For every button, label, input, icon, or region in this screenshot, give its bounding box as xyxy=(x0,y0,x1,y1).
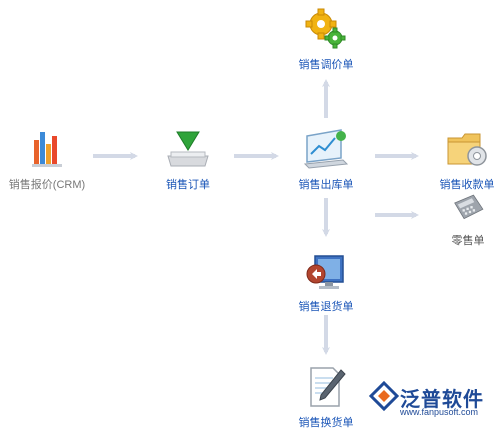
folder-gear-icon xyxy=(447,133,487,166)
logo-name: 泛普软件 xyxy=(400,389,484,411)
logo-url: www.fanpusoft.com xyxy=(400,407,479,417)
node-label: 销售报价(CRM) xyxy=(8,179,86,191)
monitor-chart-icon xyxy=(303,129,349,169)
node-sales-exchange: 销售换货单 xyxy=(290,364,362,430)
node-retail: 零售单 xyxy=(440,192,496,248)
node-sales-quote: 销售报价(CRM) xyxy=(4,126,90,192)
green-arrow-tray-icon xyxy=(167,131,209,167)
document-pen-icon xyxy=(310,367,346,407)
node-sales-return: 销售退货单 xyxy=(290,248,362,314)
node-sales-receipt: 销售收款单 xyxy=(434,126,500,192)
node-sales-price-adjust: 销售调价单 xyxy=(290,6,362,72)
node-label: 销售出库单 xyxy=(298,179,354,191)
monitor-return-icon xyxy=(306,255,344,289)
node-label: 销售调价单 xyxy=(298,59,354,71)
node-label: 销售退货单 xyxy=(298,301,354,313)
node-label: 销售收款单 xyxy=(439,179,495,191)
calculator-icon xyxy=(454,194,484,220)
node-label: 零售单 xyxy=(451,235,485,247)
node-sales-outbound: 销售出库单 xyxy=(290,126,362,192)
node-label: 销售换货单 xyxy=(298,417,354,429)
node-sales-order: 销售订单 xyxy=(156,126,220,192)
node-label: 销售订单 xyxy=(166,179,210,191)
bar-chart-icon xyxy=(32,132,62,167)
brand-logo: 泛普软件 www.fanpusoft.com xyxy=(368,381,492,421)
gears-icon xyxy=(305,8,346,49)
logo-mark-icon xyxy=(368,381,400,412)
